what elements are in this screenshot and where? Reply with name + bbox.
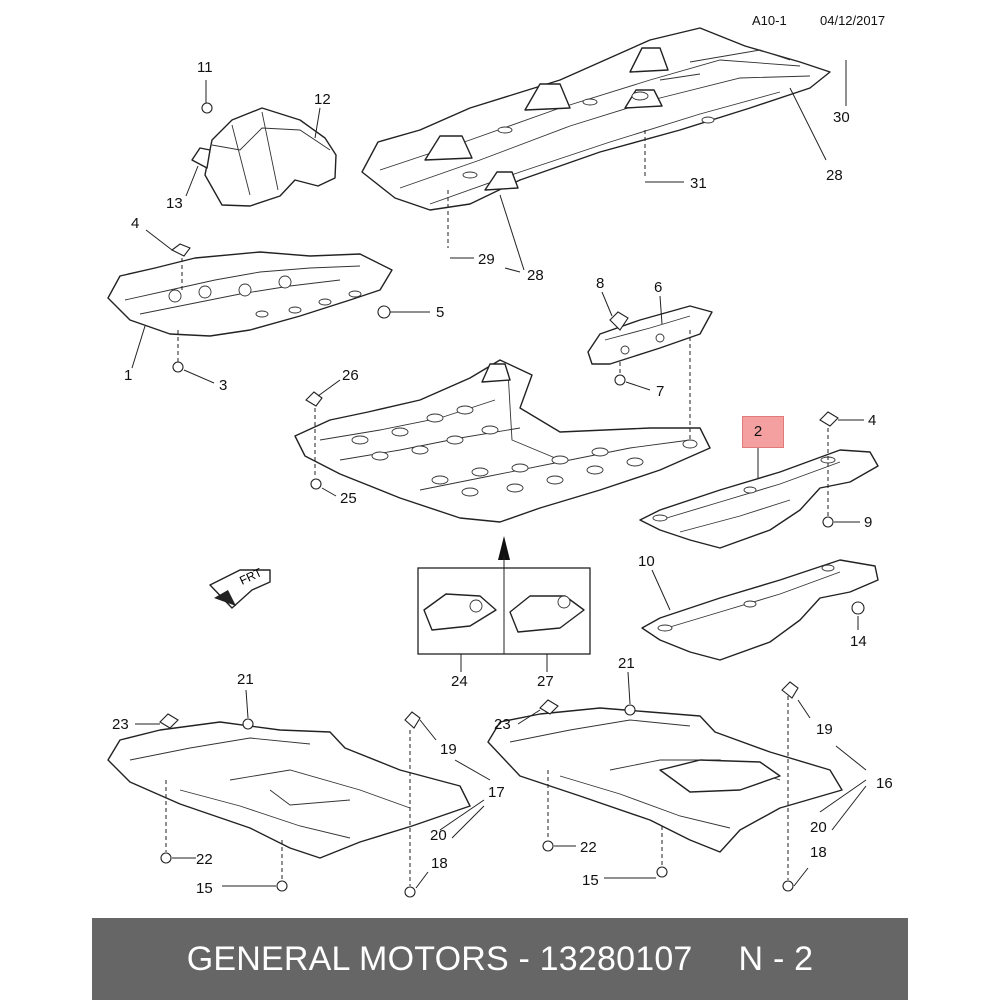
callout-22: 22 [196, 851, 213, 868]
callout-8: 8 [596, 275, 604, 292]
callout-5: 5 [436, 304, 444, 321]
shield-2 [639, 449, 879, 549]
bolt-14-icon [851, 601, 865, 615]
callout-9: 9 [864, 514, 872, 531]
callout-28: 28 [527, 267, 544, 284]
callout-26: 26 [342, 367, 359, 384]
callout-23: 23 [112, 716, 129, 733]
bracket-12 [191, 107, 337, 207]
highlighted-callout-label: 2 [753, 423, 763, 440]
callout-3: 3 [219, 377, 227, 394]
callout-18b: 18 [810, 844, 827, 861]
footer-page: N - 2 [738, 939, 814, 978]
callout-20b: 20 [810, 819, 827, 836]
bolt-21b-icon [624, 704, 636, 716]
callout-19: 19 [440, 741, 457, 758]
callout-20: 20 [430, 827, 447, 844]
callout-4b: 4 [868, 412, 876, 429]
bolt-9-icon [822, 516, 834, 528]
callout-7: 7 [656, 383, 664, 400]
callout-23b: 23 [494, 716, 511, 733]
callout-15: 15 [196, 880, 213, 897]
bolt-7-icon [614, 374, 626, 386]
parts-exploded-diagram: A10-1 04/12/2017 [107, 13, 893, 898]
callout-15b: 15 [582, 872, 599, 889]
shield-assembly-right [487, 707, 843, 853]
callout-6: 6 [654, 279, 662, 296]
clip-26-icon [305, 391, 323, 407]
footer-banner: GENERAL MOTORS - 13280107 N - 2 [92, 918, 908, 1000]
bolt-3-icon [172, 361, 184, 373]
bolt-21-icon [242, 718, 254, 730]
callout-31: 31 [690, 175, 707, 192]
shield-28 [361, 27, 831, 211]
callout-29: 29 [478, 251, 495, 268]
callout-22b: 22 [580, 839, 597, 856]
callout-10: 10 [638, 553, 655, 570]
highlighted-callout-box[interactable] [742, 416, 784, 448]
clip-23b-icon [539, 699, 559, 715]
front-direction-arrow: FRT [209, 565, 271, 609]
callout-19b: 19 [816, 721, 833, 738]
bolt-15b-icon [656, 866, 668, 878]
callout-12: 12 [314, 91, 331, 108]
callout-21: 21 [237, 671, 254, 688]
callout-labels: 11 12 13 4 5 1 3 30 28 31 29 28 8 6 7 26… [112, 59, 893, 897]
callout-16: 16 [876, 775, 893, 792]
clip-19b-icon [781, 681, 799, 699]
bolt-18b-icon [782, 880, 794, 892]
sheet-id: A10-1 [752, 13, 787, 28]
clip-23-icon [159, 713, 179, 729]
bolt-15-icon [276, 880, 288, 892]
bolt-22-icon [160, 852, 172, 864]
callout-11: 11 [197, 59, 213, 76]
callout-14: 14 [850, 633, 867, 650]
bolt-22b-icon [542, 840, 554, 852]
callout-18: 18 [431, 855, 448, 872]
clip-4-icon [170, 243, 191, 257]
clip-8-icon [609, 311, 629, 331]
callout-13: 13 [166, 195, 183, 212]
callout-17: 17 [488, 784, 505, 801]
callout-1: 1 [124, 367, 132, 384]
sheet-date: 04/12/2017 [820, 13, 885, 28]
callout-30: 30 [833, 109, 850, 126]
bolt-18-icon [404, 886, 416, 898]
bolt-5-icon [377, 305, 391, 319]
leader-lines [131, 60, 867, 889]
callout-21b: 21 [618, 655, 635, 672]
callout-24: 24 [451, 673, 468, 690]
callout-28b: 28 [826, 167, 843, 184]
bracket-6 [587, 305, 713, 365]
clip-19-icon [404, 711, 421, 729]
bolt-25-icon [310, 478, 322, 490]
callout-4: 4 [131, 215, 139, 232]
shield-10 [641, 559, 879, 661]
shield-main [294, 359, 711, 523]
fastener-11-icon [201, 102, 213, 114]
callout-25: 25 [340, 490, 357, 507]
shield-assembly-left [107, 721, 471, 859]
callout-27: 27 [537, 673, 554, 690]
shield-1 [107, 251, 393, 337]
footer-part-number: GENERAL MOTORS - 13280107 [186, 939, 693, 978]
clip-4b-icon [819, 411, 839, 427]
